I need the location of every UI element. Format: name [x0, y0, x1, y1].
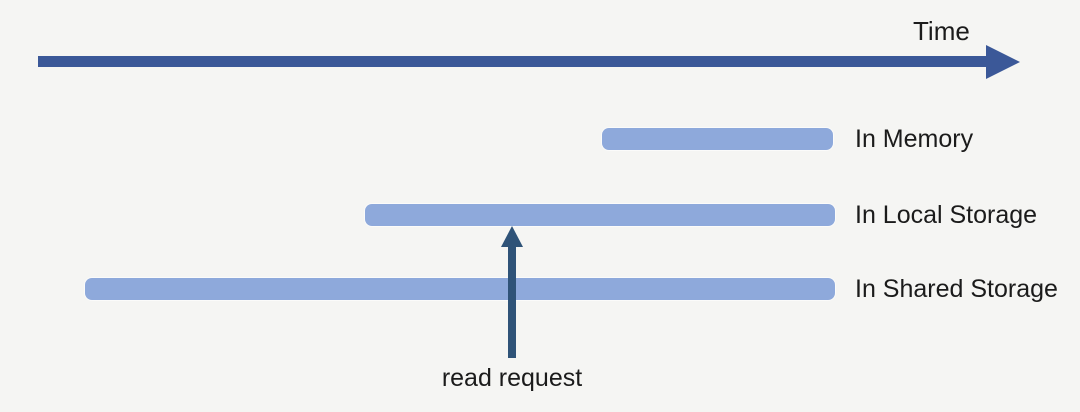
time-axis-arrow-line — [38, 56, 988, 67]
row-label-in-shared-storage: In Shared Storage — [855, 275, 1058, 303]
bar-in-memory — [602, 128, 833, 150]
read-request-label: read request — [441, 364, 583, 392]
time-axis-arrowhead-icon — [986, 45, 1020, 79]
row-label-in-local-storage: In Local Storage — [855, 201, 1038, 229]
bar-in-shared-storage — [85, 278, 835, 300]
row-label-in-memory: In Memory — [855, 125, 974, 153]
read-request-arrowhead-icon — [501, 226, 523, 247]
read-request-arrow-line — [508, 245, 516, 358]
bar-in-local-storage — [365, 204, 835, 226]
time-axis-label: Time — [913, 16, 970, 46]
